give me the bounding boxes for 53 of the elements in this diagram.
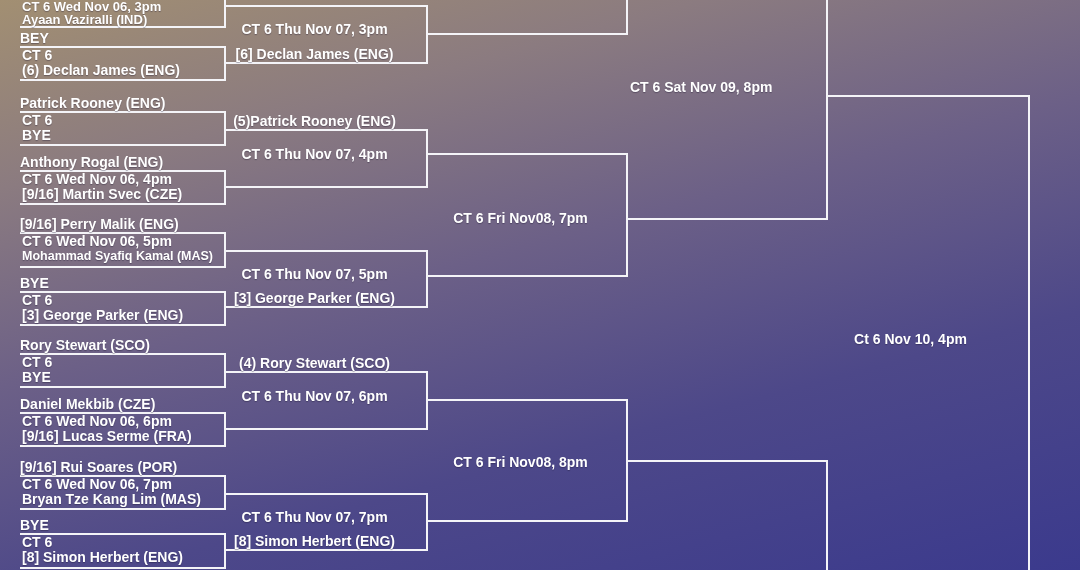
player-name: [3] George Parker (ENG) [233, 291, 396, 306]
match-bracket [627, 460, 828, 570]
player-name: [8] Simon Herbert (ENG) [22, 549, 183, 564]
player-name: [9/16] Rui Soares (POR) [20, 460, 178, 475]
match-info: CT 6 Thu Nov 07, 6pm [241, 389, 388, 404]
match-info: CT 6 [22, 113, 53, 128]
match-bracket [225, 250, 428, 308]
match-info: CT 6 Wed Nov 06, 7pm [22, 477, 172, 492]
player-name: Daniel Mekbib (CZE) [20, 397, 156, 412]
match-bracket [427, 0, 628, 35]
match-bracket [427, 153, 628, 277]
match-bracket [427, 399, 628, 522]
player-name: [9/16] Perry Malik (ENG) [20, 217, 179, 232]
match-info: CT 6 [22, 48, 53, 63]
player-name: Mohammad Syafiq Kamal (MAS) [22, 248, 213, 263]
match-info: CT 6 Wed Nov 06, 5pm [22, 234, 172, 249]
match-info: CT 6 Wed Nov 06, 6pm [22, 414, 172, 429]
match-bracket [827, 95, 1030, 570]
match-info: CT 6 Wed Nov 06, 3pm [22, 0, 162, 13]
player-name: Anthony Rogal (ENG) [20, 155, 164, 170]
match-info: CT 6 Fri Nov08, 7pm [453, 210, 588, 226]
player-name: BYE [20, 518, 49, 533]
player-name: BYE [20, 276, 49, 291]
player-name: (4) Rory Stewart (SCO) [239, 356, 390, 371]
player-name: Rory Stewart (SCO) [20, 338, 150, 353]
match-info: CT 6 Fri Nov08, 8pm [453, 455, 588, 470]
match-info: Ct 6 Nov 10, 4pm [854, 331, 967, 347]
player-name: Ayaan Vaziralli (IND) [22, 13, 148, 26]
player-name: [3] George Parker (ENG) [22, 307, 184, 322]
match-info: CT 6 Thu Nov 07, 5pm [241, 267, 388, 282]
match-info: CT 6 Thu Nov 07, 3pm [241, 22, 388, 37]
match-info: CT 6 Wed Nov 06, 4pm [22, 172, 172, 187]
player-name: [6] Declan James (ENG) [235, 47, 394, 62]
match-info: CT 6 Thu Nov 07, 7pm [241, 510, 388, 525]
match-info: CT 6 [22, 355, 53, 370]
player-name: BYE [22, 369, 51, 384]
player-name: [9/16] Lucas Serme (FRA) [22, 428, 192, 443]
player-name: Bryan Tze Kang Lim (MAS) [22, 491, 201, 506]
match-bracket [20, 0, 226, 28]
match-bracket [225, 493, 428, 551]
player-name: BYE [22, 127, 51, 142]
match-info: CT 6 Thu Nov 07, 4pm [241, 147, 388, 162]
match-bracket [627, 0, 828, 220]
match-info: CT 6 Sat Nov 09, 8pm [630, 80, 773, 95]
match-info: CT 6 [22, 293, 53, 308]
player-name: (6) Declan James (ENG) [22, 62, 180, 77]
match-bracket [225, 5, 428, 64]
player-name: [8] Simon Herbert (ENG) [234, 534, 395, 549]
player-name: BEY [20, 31, 49, 46]
player-name: Patrick Rooney (ENG) [20, 96, 166, 111]
player-name: (5)Patrick Rooney (ENG) [233, 114, 396, 129]
match-info: CT 6 [22, 535, 53, 550]
player-name: [9/16] Martin Svec (CZE) [22, 186, 183, 201]
